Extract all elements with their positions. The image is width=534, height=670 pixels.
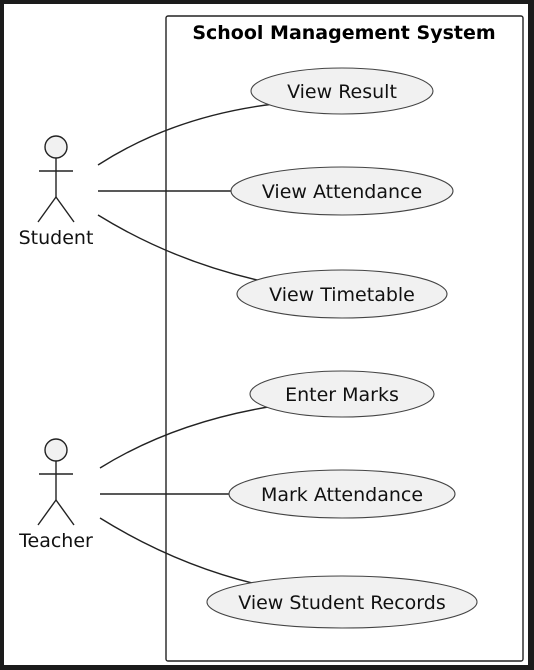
association-teacher-view-student-records: [99, 517, 257, 585]
actor-student[interactable]: Student: [19, 135, 94, 249]
system-title: School Management System: [192, 22, 495, 44]
use-case-label: View Attendance: [262, 181, 422, 203]
use-case-view-result[interactable]: View Result: [250, 67, 434, 115]
use-case-view-student-records[interactable]: View Student Records: [206, 575, 478, 629]
use-case-label: Enter Marks: [285, 384, 399, 406]
association-student-view-result: [97, 103, 275, 166]
diagram-canvas: School Management System View Result Vie…: [4, 4, 528, 665]
use-case-label: View Student Records: [238, 592, 446, 614]
association-teacher-enter-marks: [99, 405, 275, 469]
use-case-mark-attendance[interactable]: Mark Attendance: [228, 469, 456, 519]
actor-label: Teacher: [18, 530, 93, 552]
use-case-label: Mark Attendance: [261, 484, 423, 506]
use-case-view-attendance[interactable]: View Attendance: [230, 166, 454, 216]
use-case-label: View Result: [287, 81, 397, 103]
association-student-view-timetable: [97, 214, 267, 283]
stick-figure-icon: [37, 438, 75, 526]
actor-teacher[interactable]: Teacher: [18, 438, 93, 552]
use-case-label: View Timetable: [269, 284, 415, 306]
use-case-diagram: School Management System View Result Vie…: [18, 15, 524, 662]
system-boundary: [165, 15, 524, 662]
use-case-enter-marks[interactable]: Enter Marks: [249, 370, 435, 418]
use-case-view-timetable[interactable]: View Timetable: [236, 269, 448, 319]
stick-figure-icon: [37, 135, 75, 223]
actor-label: Student: [19, 227, 94, 249]
